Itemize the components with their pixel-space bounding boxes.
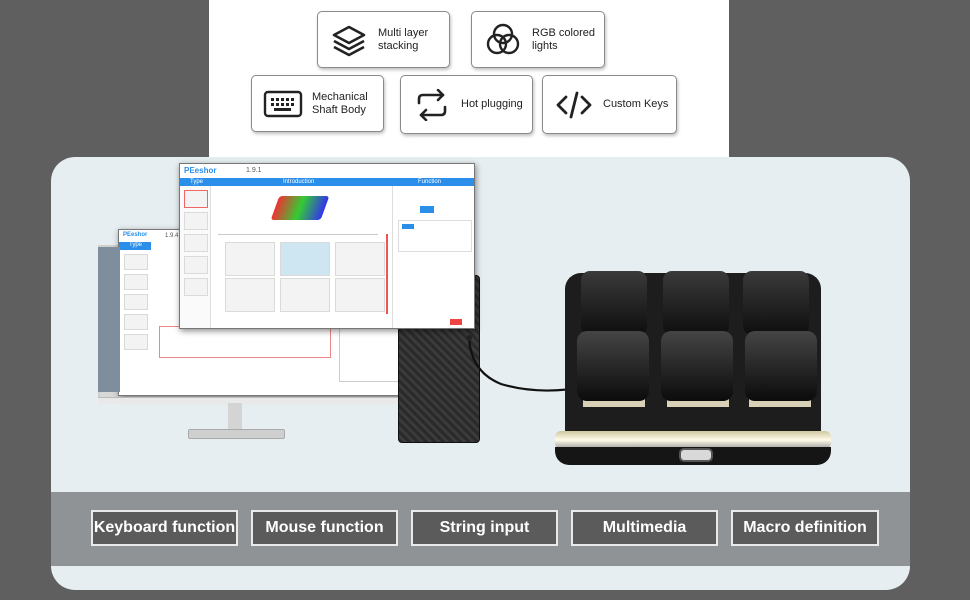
- version-label: 1.9.1: [246, 167, 262, 174]
- string-input-button[interactable]: String input: [411, 510, 558, 546]
- software-logo: PEeshor: [123, 232, 148, 238]
- features-panel: Multi layer stacking RGB colored lights …: [209, 0, 729, 160]
- key-cap: [581, 271, 647, 335]
- key-cap: [577, 331, 649, 401]
- feature-custom-keys: Custom Keys: [542, 75, 677, 134]
- feature-label: Multi layer stacking: [378, 26, 429, 52]
- feature-rgb-lights: RGB colored lights: [471, 11, 605, 68]
- refresh-arrows-icon: [411, 84, 453, 126]
- mouse-function-button[interactable]: Mouse function: [251, 510, 398, 546]
- usb-c-port: [679, 448, 713, 462]
- code-brackets-icon: [553, 84, 595, 126]
- feature-multi-layer: Multi layer stacking: [317, 11, 450, 68]
- sidebar-header: Type: [190, 179, 204, 185]
- version-label: 1.9.4: [165, 233, 179, 239]
- sidebar-header: Type: [129, 242, 143, 248]
- key-cap: [743, 271, 809, 335]
- key-cap: [661, 331, 733, 401]
- software-window-front: PEeshor 1.9.1 Type Introduction Function: [179, 163, 475, 329]
- software-logo: PEeshor: [184, 166, 217, 175]
- feature-label: Custom Keys: [603, 98, 669, 110]
- feature-hot-plugging: Hot plugging: [400, 75, 533, 134]
- rgb-circles-icon: [482, 19, 524, 61]
- keyboard-function-button[interactable]: Keyboard function: [91, 510, 238, 546]
- multimedia-button[interactable]: Multimedia: [571, 510, 718, 546]
- key-cap: [745, 331, 817, 401]
- center-header: Introduction: [283, 179, 315, 185]
- usb-cable: [466, 335, 590, 392]
- macro-keypad: [551, 267, 831, 469]
- key-cap: [663, 271, 729, 335]
- right-header: Function: [418, 179, 442, 185]
- feature-label: RGB colored lights: [532, 26, 595, 52]
- product-showcase: PEeshor 1.9.4 Type PEeshor 1.9.1 Type In…: [51, 157, 910, 590]
- feature-mechanical: Mechanical Shaft Body: [251, 75, 384, 132]
- feature-label: Mechanical Shaft Body: [312, 90, 368, 116]
- layers-icon: [328, 19, 370, 61]
- keyboard-icon: [262, 83, 304, 125]
- monitor-stand: [228, 403, 242, 429]
- macro-definition-button[interactable]: Macro definition: [731, 510, 879, 546]
- feature-label: Hot plugging: [461, 98, 523, 110]
